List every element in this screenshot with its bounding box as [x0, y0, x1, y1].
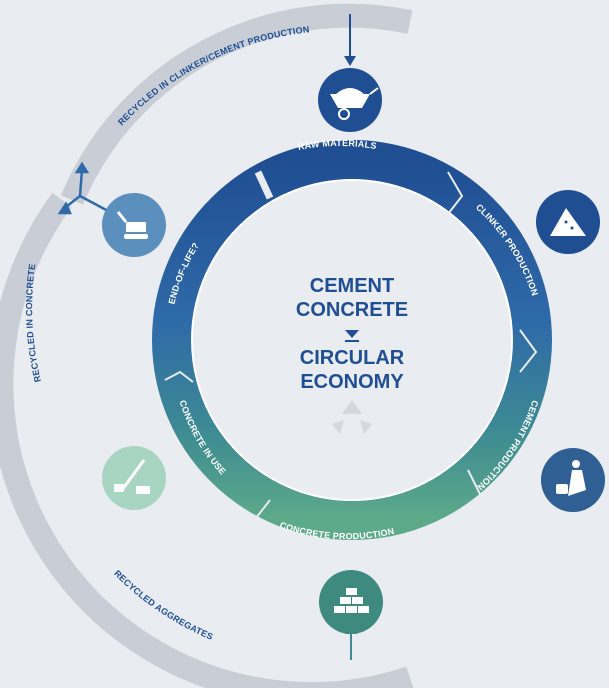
worker-bag-icon: [541, 448, 605, 512]
recycle-band-left: [0, 192, 414, 688]
lifecycle-inner-ring: [191, 179, 513, 501]
lifecycle-ring: [152, 140, 552, 540]
center-title-economy: ECONOMY: [300, 371, 404, 393]
center-title-circular: CIRCULAR: [300, 347, 405, 369]
center-title-cement: CEMENT: [310, 275, 394, 297]
arrow-down-icon: [344, 14, 356, 66]
bricks-icon: [319, 570, 383, 634]
wheelbarrow-icon: [318, 68, 382, 132]
excavator-icon: [102, 193, 166, 257]
crane-icon: [102, 446, 166, 510]
label-recycled-concrete: RECYCLED IN CONCRETE: [24, 263, 43, 383]
center-arrow-icon: [345, 330, 359, 342]
branch-arrows-icon: [57, 161, 111, 215]
segment-raw-materials: RAW MATERIALS: [297, 138, 377, 152]
recycle-icon: [332, 400, 372, 434]
pile-icon: [536, 190, 600, 254]
center-title-concrete: CONCRETE: [296, 299, 408, 321]
segment-separators: [164, 171, 538, 539]
